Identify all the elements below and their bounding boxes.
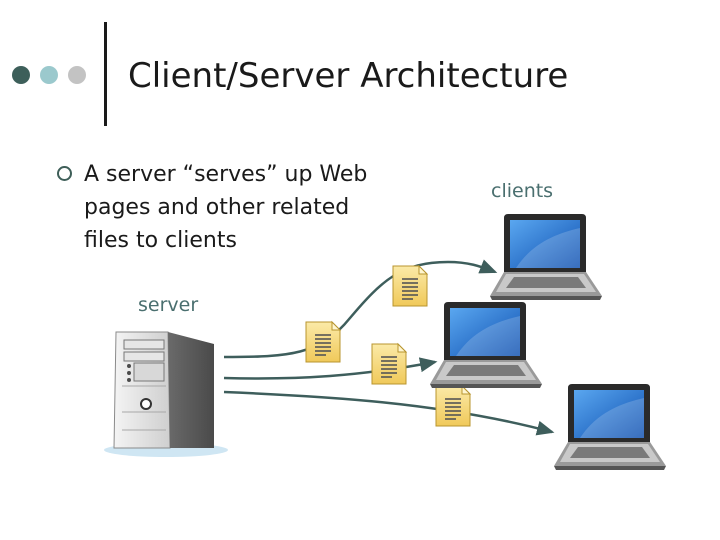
arrows <box>223 259 555 436</box>
laptop-icon <box>554 384 666 470</box>
laptop-icon <box>490 214 602 300</box>
dot-icon <box>68 66 86 84</box>
arrow-to-client-2 <box>223 357 438 380</box>
document-icon <box>392 265 428 307</box>
document-icon <box>305 321 341 363</box>
server-label: server <box>138 294 199 316</box>
title-divider <box>104 22 107 126</box>
laptop-icon <box>430 302 542 388</box>
server-tower-icon <box>104 331 228 457</box>
page-title: Client/Server Architecture <box>128 56 569 96</box>
dot-icon <box>40 66 58 84</box>
clients-label: clients <box>491 180 554 202</box>
document-icon <box>371 343 407 385</box>
dot-icon <box>12 66 30 84</box>
bullet-icon <box>57 166 72 181</box>
document-icon <box>435 385 471 427</box>
arrow-to-client-3 <box>223 390 555 436</box>
arrow-to-client-1 <box>223 259 498 359</box>
bullet-text: A server “serves” up Web pages and other… <box>84 162 368 253</box>
decorative-dots <box>12 66 102 86</box>
